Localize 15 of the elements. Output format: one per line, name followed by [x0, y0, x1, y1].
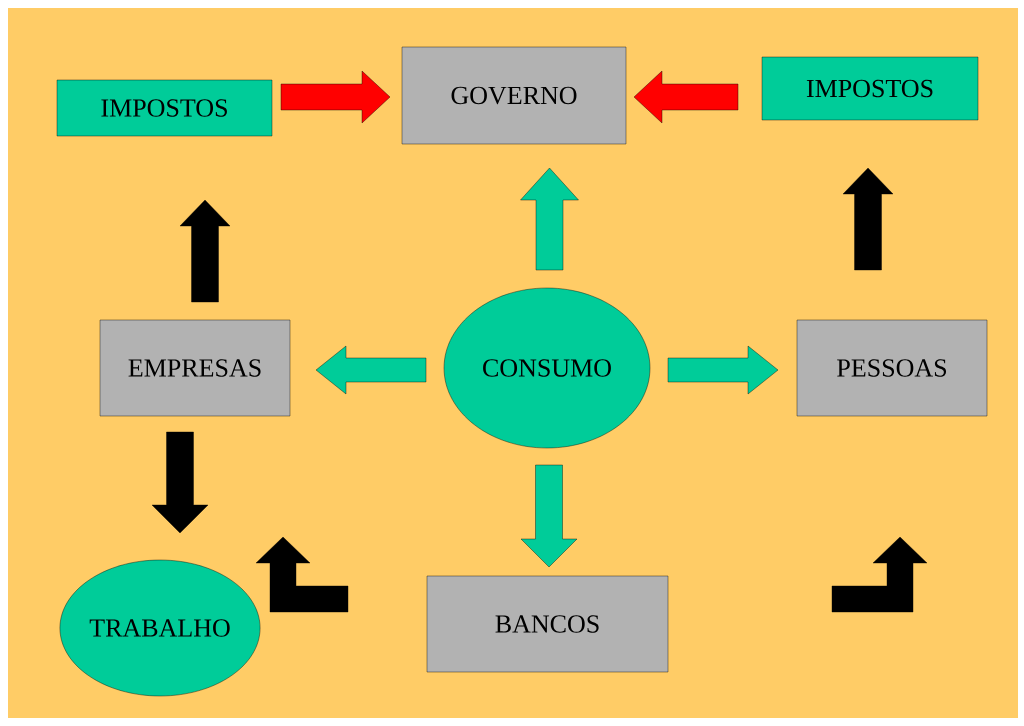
- block-arrow: [520, 167, 579, 271]
- block-arrow: [667, 345, 779, 395]
- process-box: IMPOSTOS: [761, 56, 979, 121]
- process-box: GOVERNO: [401, 46, 627, 145]
- process-box: BANCOS: [426, 575, 669, 673]
- block-arrow: [179, 199, 231, 303]
- block-arrow: [280, 70, 391, 124]
- block-arrow: [842, 167, 894, 271]
- block-arrow: [151, 431, 209, 534]
- process-box: PESSOAS: [796, 319, 988, 417]
- process-box: EMPRESAS: [99, 319, 291, 417]
- block-arrow: [315, 345, 427, 395]
- process-box: IMPOSTOS: [56, 79, 273, 137]
- block-arrow: [520, 464, 578, 568]
- block-arrow: [633, 70, 739, 124]
